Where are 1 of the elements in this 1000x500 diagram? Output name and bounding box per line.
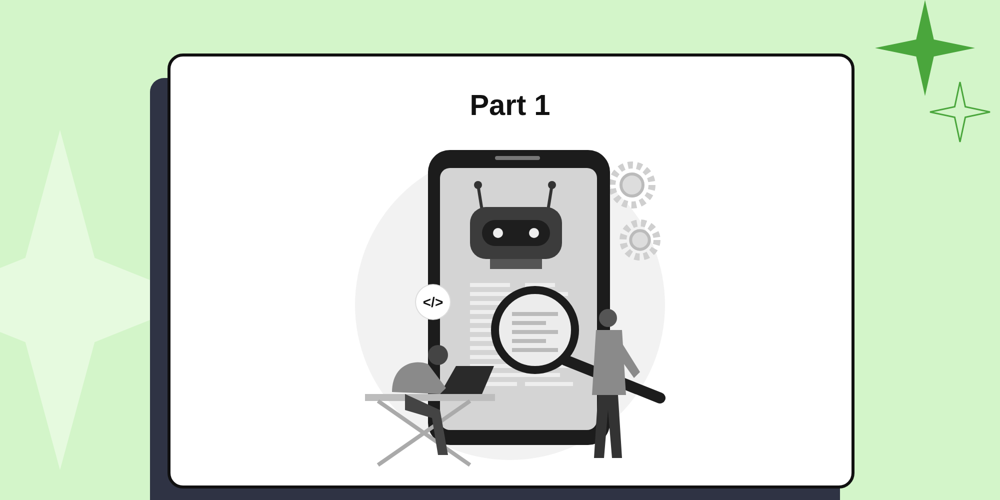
title: Part 1 [468,90,552,123]
